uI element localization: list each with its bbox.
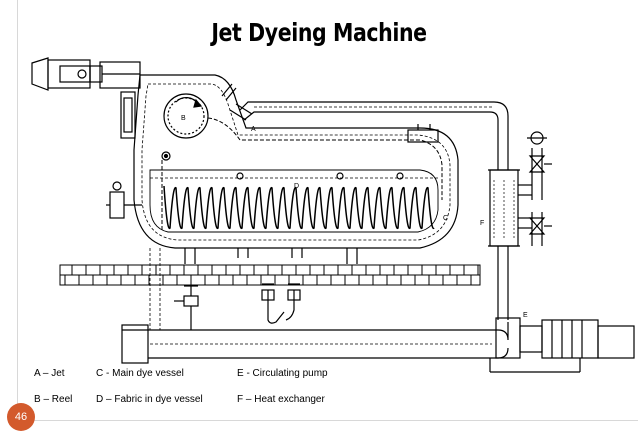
recirculation-pipe <box>239 101 509 170</box>
label-c: C <box>443 215 448 222</box>
legend-f: F – Heat exchanger <box>237 394 325 405</box>
legend-e: E - Circulating pump <box>237 368 328 379</box>
label-f: F <box>480 220 484 227</box>
legend-b: B – Reel <box>34 394 73 405</box>
slide-title: Jet Dyeing Machine <box>211 18 427 47</box>
legend-d: D – Fabric in dye vessel <box>96 394 203 405</box>
label-b: B <box>181 115 186 122</box>
label-e: E <box>523 312 528 319</box>
legend-a: A – Jet <box>34 368 65 379</box>
legend-c: C - Main dye vessel <box>96 368 184 379</box>
brick-foundation <box>59 264 481 286</box>
slide-frame-left <box>17 0 18 420</box>
circulating-pump <box>489 317 635 373</box>
reel <box>161 93 209 161</box>
reel-drive-motor <box>31 57 141 91</box>
label-a: A <box>251 126 256 133</box>
heat-exchanger <box>488 131 552 320</box>
left-fittings <box>106 181 142 219</box>
label-d: D <box>294 183 299 190</box>
main-dye-vessel <box>120 74 459 264</box>
jet-nozzle <box>221 83 253 121</box>
fabric-rope <box>161 117 443 232</box>
slide-frame-bottom <box>17 420 638 421</box>
slide-number-badge: 46 <box>7 403 35 431</box>
